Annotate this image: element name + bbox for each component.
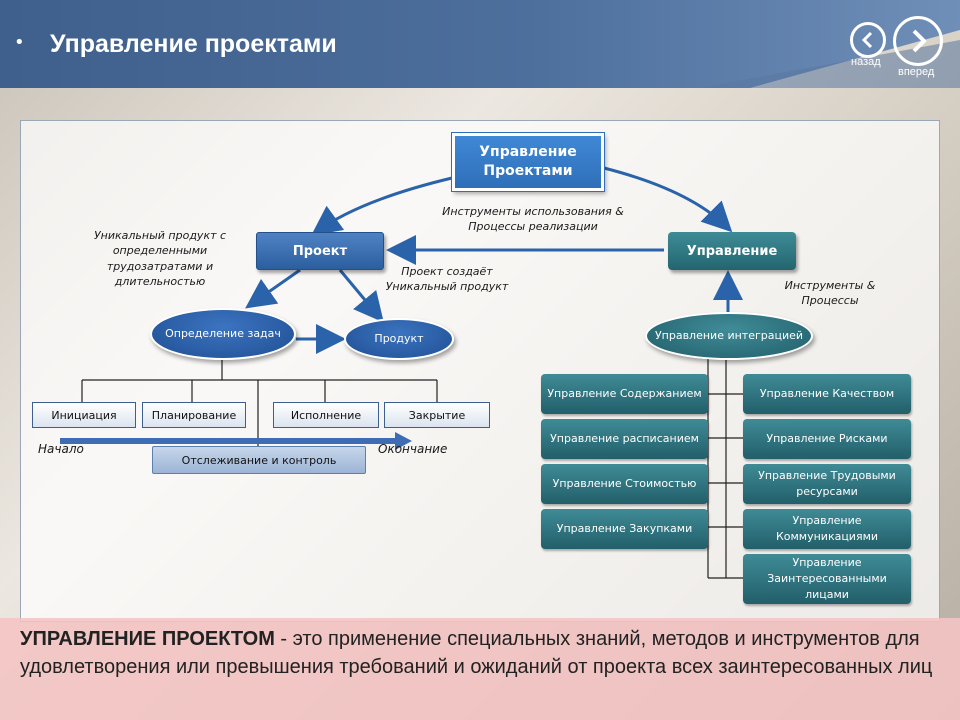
chevron-left-icon bbox=[861, 31, 873, 49]
definition-body: - это применение специальных знаний, мет… bbox=[20, 628, 933, 678]
phase-closing: Закрытие bbox=[384, 402, 490, 428]
area-human-resources: Управление Трудовыми ресурсами bbox=[743, 464, 911, 504]
end-label: Окончание bbox=[378, 442, 448, 456]
node-management: Управление bbox=[668, 232, 796, 270]
phase-initiation: Инициация bbox=[32, 402, 136, 428]
node-product: Продукт bbox=[344, 318, 454, 360]
title-bullet: • bbox=[14, 32, 25, 53]
phase-execution: Исполнение bbox=[273, 402, 379, 428]
start-label: Начало bbox=[38, 442, 84, 456]
note-unique-product: Уникальный продукт с определенными трудо… bbox=[93, 229, 227, 289]
area-risk: Управление Рисками bbox=[743, 419, 911, 459]
area-stakeholders: Управление Заинтересованными лицами bbox=[743, 554, 911, 604]
area-schedule: Управление расписанием bbox=[541, 419, 708, 459]
forward-button[interactable] bbox=[893, 16, 943, 66]
forward-label: вперед bbox=[898, 66, 935, 78]
node-task-definition: Определение задач bbox=[150, 308, 296, 360]
area-scope: Управление Содержанием bbox=[541, 374, 708, 414]
area-communications: Управление Коммуникациями bbox=[743, 509, 911, 549]
page-title: Управление проектами bbox=[50, 30, 337, 58]
area-procurement: Управление Закупками bbox=[541, 509, 708, 549]
phase-planning: Планирование bbox=[142, 402, 246, 428]
area-cost: Управление Стоимостью bbox=[541, 464, 708, 504]
node-project-management: Управление Проектами bbox=[451, 132, 605, 192]
node-project: Проект bbox=[256, 232, 384, 270]
definition-term: УПРАВЛЕНИЕ ПРОЕКТОМ bbox=[20, 628, 275, 650]
chevron-right-icon bbox=[912, 29, 927, 53]
note-tools-usage: Инструменты использования & Процессы реа… bbox=[442, 205, 624, 234]
back-button[interactable] bbox=[850, 22, 886, 58]
definition-band bbox=[0, 618, 960, 720]
note-tools-processes: Инструменты & Процессы bbox=[784, 279, 876, 308]
area-quality: Управление Качеством bbox=[743, 374, 911, 414]
note-project-creates: Проект создаёт Уникальный продукт bbox=[385, 265, 509, 294]
definition-text: УПРАВЛЕНИЕ ПРОЕКТОМ - это применение спе… bbox=[20, 625, 940, 681]
node-integration: Управление интеграцией bbox=[645, 312, 813, 360]
back-label: назад bbox=[851, 56, 881, 68]
tracking-control: Отслеживание и контроль bbox=[152, 446, 366, 474]
